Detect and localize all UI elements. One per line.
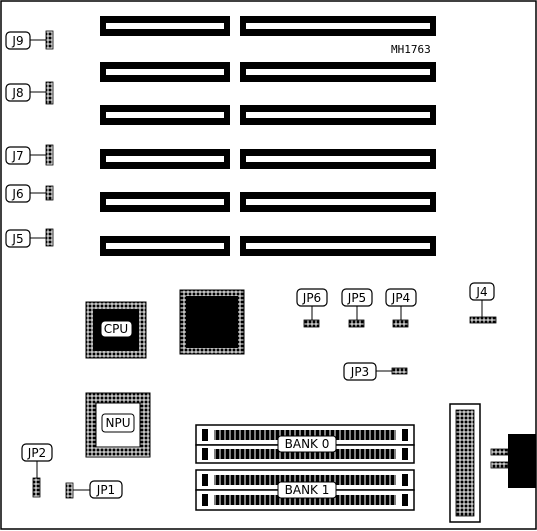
cpu-chip: CPU [85, 301, 147, 359]
connector-j8-header [45, 81, 54, 105]
connector-j9: J9 [5, 30, 54, 50]
connector-j5-label: J5 [11, 232, 23, 246]
expansion-slot-right-5 [240, 192, 436, 212]
memory-bank-1: BANK 1 [195, 469, 415, 511]
expansion-slot-left-2 [100, 62, 230, 82]
connector-j6: J6 [5, 184, 54, 203]
jumper-jp6-label: JP6 [302, 291, 321, 305]
jumper-jp6: JP6 [296, 288, 328, 328]
expansion-slot-left-5 [100, 192, 230, 212]
connector-j6-label: J6 [11, 187, 23, 201]
connector-j7-header [45, 144, 54, 166]
power-connector [449, 403, 481, 523]
drawing-code: MH1763 [391, 43, 431, 56]
expansion-slot-right-1 [240, 16, 436, 36]
jumper-jp3: JP3 [343, 362, 408, 381]
jumper-jp3-header [391, 367, 408, 375]
connector-j4-header [469, 316, 497, 324]
jumper-jp4-label: JP4 [391, 291, 410, 305]
keyboard-connector [490, 434, 536, 488]
expansion-slot-left-4 [100, 149, 230, 169]
chipset-chip [179, 289, 245, 355]
jumper-jp5-label: JP5 [347, 291, 366, 305]
bank-1-label: BANK 1 [285, 483, 330, 497]
jumper-jp3-label: JP3 [350, 365, 369, 379]
memory-bank-0: BANK 0 [195, 424, 415, 464]
connector-j7-label: J7 [11, 149, 23, 163]
jumper-jp2: JP2 [21, 443, 53, 498]
connector-j9-header [45, 30, 54, 50]
expansion-slot-left-3 [100, 105, 230, 125]
jumper-jp1-label: JP1 [96, 483, 115, 497]
jumper-jp2-label: JP2 [27, 446, 46, 460]
npu-socket: NPU [85, 392, 151, 458]
connector-j8-label: J8 [11, 86, 23, 100]
expansion-slots [100, 16, 436, 256]
jumper-jp2-header [32, 477, 41, 498]
connector-j7: J7 [5, 144, 54, 166]
expansion-slot-left-6 [100, 236, 230, 256]
jumper-jp6-header [303, 319, 320, 328]
jumper-jp4: JP4 [385, 288, 417, 328]
connector-j9-label: J9 [11, 34, 23, 48]
expansion-slot-right-6 [240, 236, 436, 256]
jumper-jp1: JP1 [65, 480, 123, 499]
connector-j8: J8 [5, 81, 54, 105]
bank-0-label: BANK 0 [285, 437, 330, 451]
npu-label: NPU [106, 416, 131, 430]
jumper-jp1-header [65, 482, 74, 499]
expansion-slot-right-2 [240, 62, 436, 82]
expansion-slot-right-3 [240, 105, 436, 125]
jumper-jp4-header [392, 319, 409, 328]
connector-j5-header [45, 228, 54, 247]
expansion-slot-left-1 [100, 16, 230, 36]
connector-j5: J5 [5, 228, 54, 248]
connector-j4: J4 [469, 282, 497, 324]
connector-j6-header [45, 185, 54, 201]
jumper-jp5: JP5 [341, 288, 373, 328]
connector-j4-label: J4 [475, 285, 487, 299]
jumper-jp5-header [348, 319, 365, 328]
cpu-label: CPU [104, 322, 128, 336]
expansion-slot-right-4 [240, 149, 436, 169]
